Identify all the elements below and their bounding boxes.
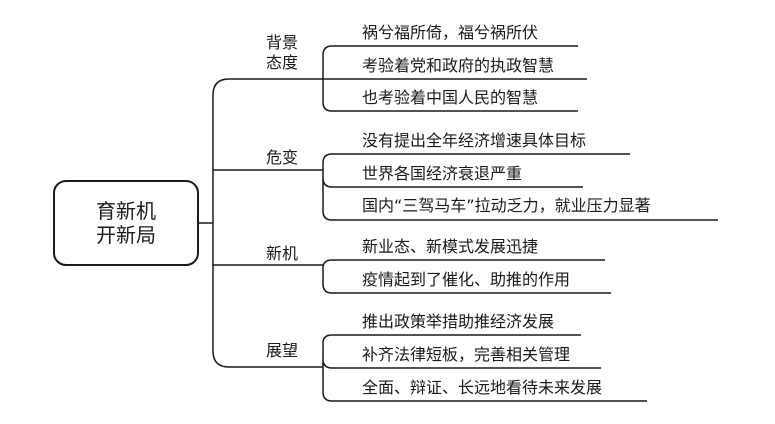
leaf-item: 也考验着中国人民的智慧 xyxy=(362,88,539,107)
branch-label-crisis: 危变 xyxy=(266,148,298,168)
main-spine xyxy=(212,78,258,368)
leaf-item: 没有提出全年经济增速具体目标 xyxy=(362,131,587,150)
branch-3-brackets xyxy=(322,259,611,294)
root-node: 育新机 开新局 xyxy=(53,180,199,266)
branch-2-brackets xyxy=(322,153,718,221)
leaf-item: 新业态、新模式发展迅捷 xyxy=(362,237,539,256)
branch-4-brackets xyxy=(322,334,647,402)
branch-label-background: 背景 态度 xyxy=(266,33,298,73)
leaf-item: 考验着党和政府的执政智慧 xyxy=(362,56,555,75)
leaf-item: 国内“三驾马车”拉动乏力，就业压力显著 xyxy=(362,196,651,215)
branch-1-brackets xyxy=(322,45,587,112)
branch-label-line: 态度 xyxy=(266,53,299,72)
leaf-item: 祸兮福所倚，福兮祸所伏 xyxy=(362,23,539,42)
leaf-item: 补齐法律短板，完善相关管理 xyxy=(362,345,571,364)
leaf-item: 疫情起到了催化、助推的作用 xyxy=(362,270,571,289)
branch-label-outlook: 展望 xyxy=(266,341,298,361)
branch-label-line: 危变 xyxy=(266,148,299,167)
root-line-1: 育新机 xyxy=(96,199,156,223)
branch-label-opportunity: 新机 xyxy=(266,244,298,264)
root-line-2: 开新局 xyxy=(96,223,156,247)
branch-label-line: 新机 xyxy=(266,244,299,263)
branch-label-line: 展望 xyxy=(266,341,299,360)
leaf-item: 推出政策举措助推经济发展 xyxy=(362,312,555,331)
leaf-item: 世界各国经济衰退严重 xyxy=(362,164,523,183)
leaf-item: 全面、辩证、长远地看待未来发展 xyxy=(362,378,603,397)
branch-label-line: 背景 xyxy=(266,33,299,52)
